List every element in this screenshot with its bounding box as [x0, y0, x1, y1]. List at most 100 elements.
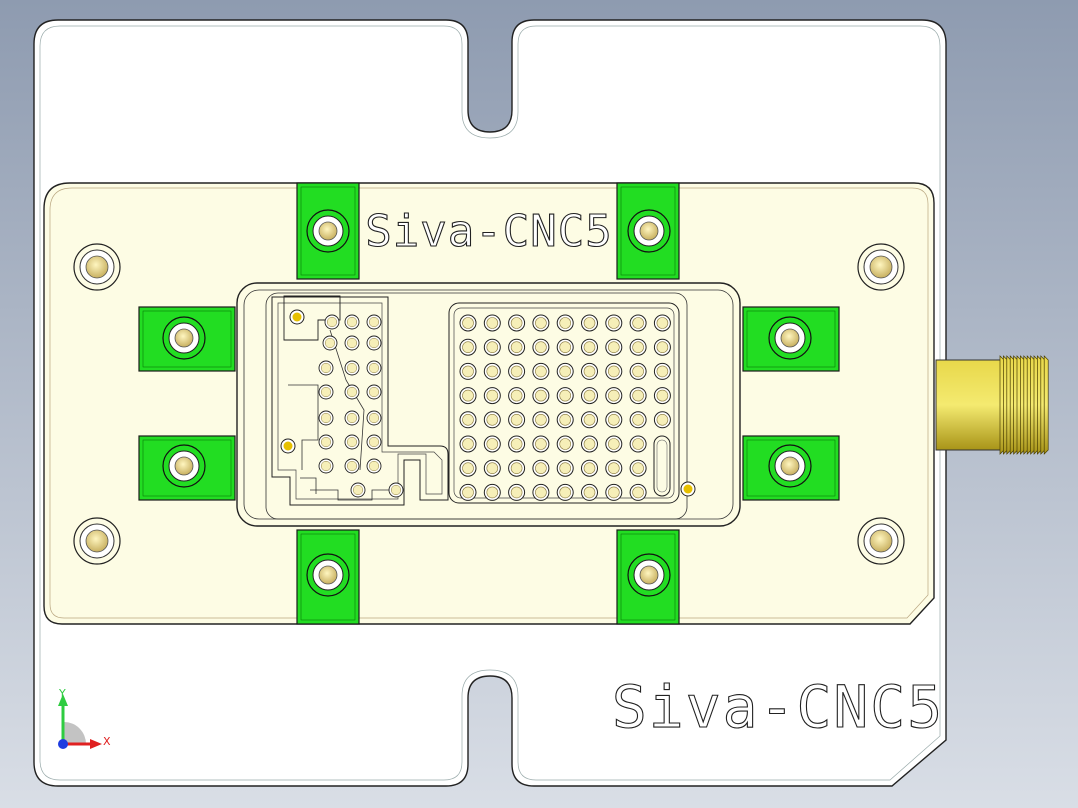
threaded-connector	[935, 355, 1049, 455]
test-pad	[344, 458, 360, 474]
test-point-hole	[459, 314, 477, 332]
clamp	[138, 435, 236, 501]
test-pad	[344, 434, 360, 450]
test-point-hole	[581, 411, 598, 429]
test-point-hole	[483, 314, 501, 332]
test-pad	[344, 314, 360, 330]
test-point-hole	[459, 411, 477, 429]
test-pad	[344, 410, 360, 426]
test-point-hole	[629, 338, 647, 356]
test-point-hole	[653, 338, 671, 356]
test-point-hole	[483, 387, 501, 405]
engraving-top: Siva-CNC5	[365, 206, 612, 257]
test-point-hole	[629, 314, 647, 332]
test-pad	[366, 384, 382, 400]
test-point-hole	[459, 483, 477, 501]
test-point-hole	[508, 362, 526, 380]
test-point-hole	[556, 435, 574, 453]
test-point-hole	[605, 483, 623, 501]
test-point-hole	[653, 411, 671, 429]
clamp	[742, 306, 840, 372]
test-pad	[344, 384, 360, 400]
test-point-hole	[581, 459, 598, 477]
test-pad	[324, 314, 340, 330]
test-point-hole	[532, 483, 550, 501]
clamp	[616, 529, 680, 625]
test-point-hole	[556, 387, 574, 405]
clamp	[742, 435, 840, 501]
test-point-hole	[532, 411, 550, 429]
corner-screw	[73, 517, 121, 565]
test-point-hole	[629, 411, 647, 429]
test-point-hole	[508, 338, 526, 356]
test-pad	[322, 335, 338, 351]
test-point-hole	[556, 459, 574, 477]
test-pad	[350, 482, 366, 498]
test-pad	[366, 314, 382, 330]
test-point-hole	[459, 338, 477, 356]
test-point-hole	[653, 314, 671, 332]
test-point-hole	[508, 411, 526, 429]
test-point-hole	[483, 435, 501, 453]
clamp	[296, 182, 360, 280]
test-point-hole	[459, 362, 477, 380]
engraving-bottom: Siva-CNC5	[612, 673, 944, 741]
test-pad	[366, 458, 382, 474]
test-point-hole	[459, 459, 477, 477]
test-point-hole	[483, 362, 501, 380]
test-point-hole	[581, 483, 598, 501]
clamp	[616, 182, 680, 280]
clamps	[138, 182, 840, 625]
test-point-hole	[508, 435, 526, 453]
test-point-grid	[448, 302, 680, 504]
test-point-hole	[581, 314, 598, 332]
clamp	[138, 306, 236, 372]
test-point-hole	[629, 362, 647, 380]
test-point-hole	[459, 387, 477, 405]
alignment-pins	[280, 309, 696, 497]
test-point-hole	[605, 411, 623, 429]
test-pad	[366, 434, 382, 450]
test-pad	[366, 335, 382, 351]
test-point-hole	[629, 459, 647, 477]
test-point-hole	[483, 459, 501, 477]
test-point-hole	[581, 387, 598, 405]
axis-x-label: X	[103, 735, 111, 748]
corner-screw	[73, 243, 121, 291]
test-pad	[388, 482, 404, 498]
test-pad	[318, 434, 334, 450]
axis-triad: Y X	[58, 687, 111, 749]
test-pad	[344, 335, 360, 351]
test-point-hole	[605, 435, 623, 453]
left-trace-region	[271, 295, 449, 506]
test-pad	[318, 410, 334, 426]
test-point-hole	[605, 459, 623, 477]
test-point-hole	[605, 338, 623, 356]
test-point-hole	[581, 435, 598, 453]
test-point-hole	[532, 362, 550, 380]
test-point-hole	[532, 435, 550, 453]
test-point-hole	[459, 435, 477, 453]
pcb-plate-edge	[49, 187, 929, 619]
test-point-hole	[605, 362, 623, 380]
test-point-hole	[532, 387, 550, 405]
test-point-hole	[629, 435, 647, 453]
test-point-hole	[483, 338, 501, 356]
test-pad	[366, 360, 382, 376]
test-point-hole	[532, 459, 550, 477]
thread-ridge	[1043, 355, 1049, 455]
test-point-hole	[508, 314, 526, 332]
test-pad	[318, 360, 334, 376]
test-point-hole	[556, 362, 574, 380]
test-point-hole	[483, 411, 501, 429]
test-point-hole	[556, 483, 574, 501]
test-point-hole	[556, 338, 574, 356]
test-point-hole	[508, 483, 526, 501]
test-point-hole	[556, 411, 574, 429]
corner-screws	[73, 243, 905, 565]
test-pad	[318, 384, 334, 400]
corner-screw	[857, 517, 905, 565]
test-point-hole	[556, 314, 574, 332]
